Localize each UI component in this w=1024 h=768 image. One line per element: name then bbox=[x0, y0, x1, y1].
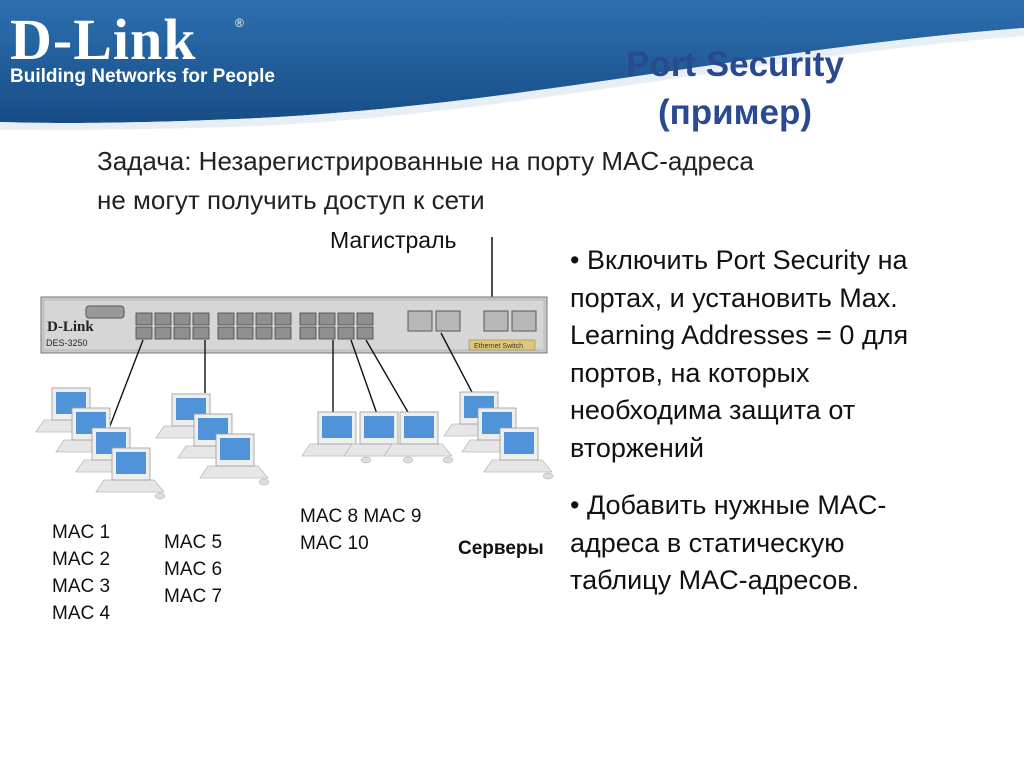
switch-port bbox=[318, 312, 336, 326]
switch-port bbox=[255, 326, 273, 340]
switch-port bbox=[274, 326, 292, 340]
bullet-line: • Добавить нужные MAC- bbox=[570, 490, 887, 520]
task-line-2: не могут получить доступ к сети bbox=[97, 185, 485, 215]
task-line-1: Задача: Незарегистрированные на порту MA… bbox=[97, 146, 754, 176]
computer-icon bbox=[483, 427, 554, 480]
switch-port bbox=[154, 312, 172, 326]
bullet-line: адреса в статическую bbox=[570, 527, 845, 558]
dlink-logo: D-Link bbox=[10, 7, 197, 72]
link-group1 bbox=[109, 339, 144, 427]
switch-port bbox=[135, 312, 153, 326]
slide-title: Port Security bbox=[626, 45, 844, 84]
bullet-line: портов, на которых bbox=[570, 357, 810, 388]
mac-label: MAC 3 bbox=[52, 576, 111, 597]
mac-group-1: MAC 1 MAC 2 MAC 3 MAC 4 bbox=[52, 519, 110, 627]
mac-label: MAC 6 bbox=[164, 559, 223, 580]
bullet-line: вторжений bbox=[570, 432, 704, 463]
link-mac10 bbox=[365, 339, 410, 415]
switch-port bbox=[274, 312, 292, 326]
mac-label: MAC 2 bbox=[52, 549, 111, 570]
switch-port bbox=[154, 326, 172, 340]
switch-port bbox=[192, 312, 210, 326]
switch-port bbox=[217, 312, 235, 326]
switch-port bbox=[299, 326, 317, 340]
bullet-line: необходима защита от bbox=[570, 395, 856, 425]
bullet-1: • Включить Port Security на портах, и уст… bbox=[570, 242, 990, 467]
bullet-line: • Включить Port Security на bbox=[570, 245, 908, 275]
connection-lines bbox=[109, 332, 475, 427]
registered-mark: ® bbox=[235, 16, 244, 30]
mac-label: MAC 8 MAC 9 bbox=[300, 506, 422, 527]
switch-port bbox=[192, 326, 210, 340]
switch-port bbox=[299, 312, 317, 326]
computer-icon bbox=[199, 433, 270, 486]
switch-label: Ethernet Switch bbox=[474, 343, 523, 350]
mac-label: MAC 7 bbox=[164, 586, 223, 607]
switch-port bbox=[255, 312, 273, 326]
switch-port bbox=[356, 312, 374, 326]
mac-label: MAC 5 bbox=[164, 532, 223, 553]
switch-brand: D-Link bbox=[47, 319, 94, 335]
bullet-2: • Добавить нужные MAC-адреса в статическ… bbox=[570, 487, 990, 600]
logo-tagline: Building Networks for People bbox=[10, 66, 275, 87]
switch-port bbox=[236, 326, 254, 340]
switch-port bbox=[337, 326, 355, 340]
switch-port bbox=[236, 312, 254, 326]
switch: D-Link DES-3250 Ethernet Switch bbox=[40, 296, 548, 354]
trunk-label: Магистраль bbox=[330, 227, 457, 253]
servers-label: Серверы bbox=[458, 538, 544, 559]
bullet-line: таблицу MAC-адресов. bbox=[570, 565, 860, 595]
mac-group-3: MAC 8 MAC 9 MAC 10 bbox=[300, 503, 421, 557]
bullet-line: Learning Addresses = 0 для bbox=[570, 320, 909, 350]
mac-label: MAC 10 bbox=[300, 533, 369, 554]
switch-model: DES-3250 bbox=[46, 338, 88, 348]
header-banner bbox=[0, 0, 1024, 130]
computer-icon bbox=[95, 447, 166, 500]
mac-label: MAC 4 bbox=[52, 603, 111, 624]
mac-label: MAC 1 bbox=[52, 522, 111, 543]
switch-port bbox=[135, 326, 153, 340]
switch-port bbox=[173, 326, 191, 340]
computer-icon bbox=[301, 411, 372, 464]
switch-ports bbox=[135, 312, 374, 340]
switch-port bbox=[356, 326, 374, 340]
link-servers bbox=[440, 332, 475, 397]
link-mac9 bbox=[350, 339, 378, 415]
switch-port bbox=[173, 312, 191, 326]
switch-port bbox=[318, 326, 336, 340]
switch-port bbox=[337, 312, 355, 326]
slide-subtitle: (пример) bbox=[657, 93, 813, 132]
switch-port bbox=[217, 326, 235, 340]
bullet-line: портах, и установить Max. bbox=[570, 282, 898, 313]
computer-icon bbox=[383, 411, 454, 464]
mac-group-2: MAC 5 MAC 6 MAC 7 bbox=[164, 529, 222, 610]
workstations bbox=[35, 387, 554, 500]
